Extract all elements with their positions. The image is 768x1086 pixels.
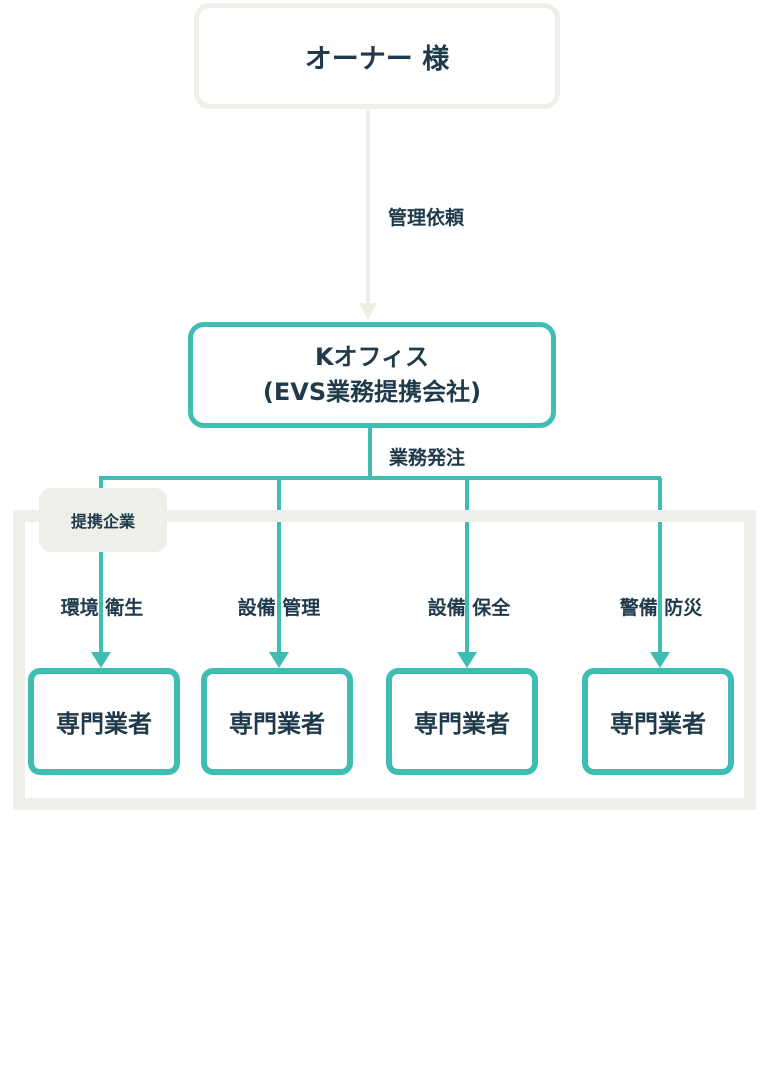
vendor-label-1: 専門業者 <box>56 710 152 738</box>
branch-arrow-icon-4 <box>650 652 670 668</box>
office-name: Kオフィス <box>314 343 430 372</box>
vendor-label-2: 専門業者 <box>229 710 325 738</box>
partner-group-frame <box>13 510 756 810</box>
vendor-box-3: 専門業者 <box>386 668 538 775</box>
office-box: Kオフィス (EVS業務提携会社) <box>188 322 556 428</box>
owner-label: オーナー 様 <box>304 43 450 75</box>
request-label: 管理依頼 <box>388 207 465 229</box>
vendor-box-1: 専門業者 <box>28 668 180 775</box>
vendor-box-2: 専門業者 <box>201 668 353 775</box>
partner-group-label-text: 提携企業 <box>70 512 135 531</box>
vendor-label-4: 専門業者 <box>610 710 706 738</box>
owner-box: オーナー 様 <box>194 3 560 109</box>
category-label-1: 環境 衛生 <box>60 597 144 619</box>
owner-to-office-arrow-icon <box>359 303 377 320</box>
office-subtitle: (EVS業務提携会社) <box>262 378 482 406</box>
vendor-label-3: 専門業者 <box>414 710 510 738</box>
branch-arrow-icon-3 <box>457 652 477 668</box>
category-label-4: 警備 防災 <box>619 597 703 619</box>
partner-group-label: 提携企業 <box>39 488 167 552</box>
branch-arrow-icon-1 <box>91 652 111 668</box>
category-label-2: 設備 管理 <box>237 597 321 619</box>
branch-arrow-icon-2 <box>269 652 289 668</box>
order-label: 業務発注 <box>389 447 466 469</box>
category-label-3: 設備 保全 <box>427 597 511 619</box>
vendor-box-4: 専門業者 <box>582 668 734 775</box>
